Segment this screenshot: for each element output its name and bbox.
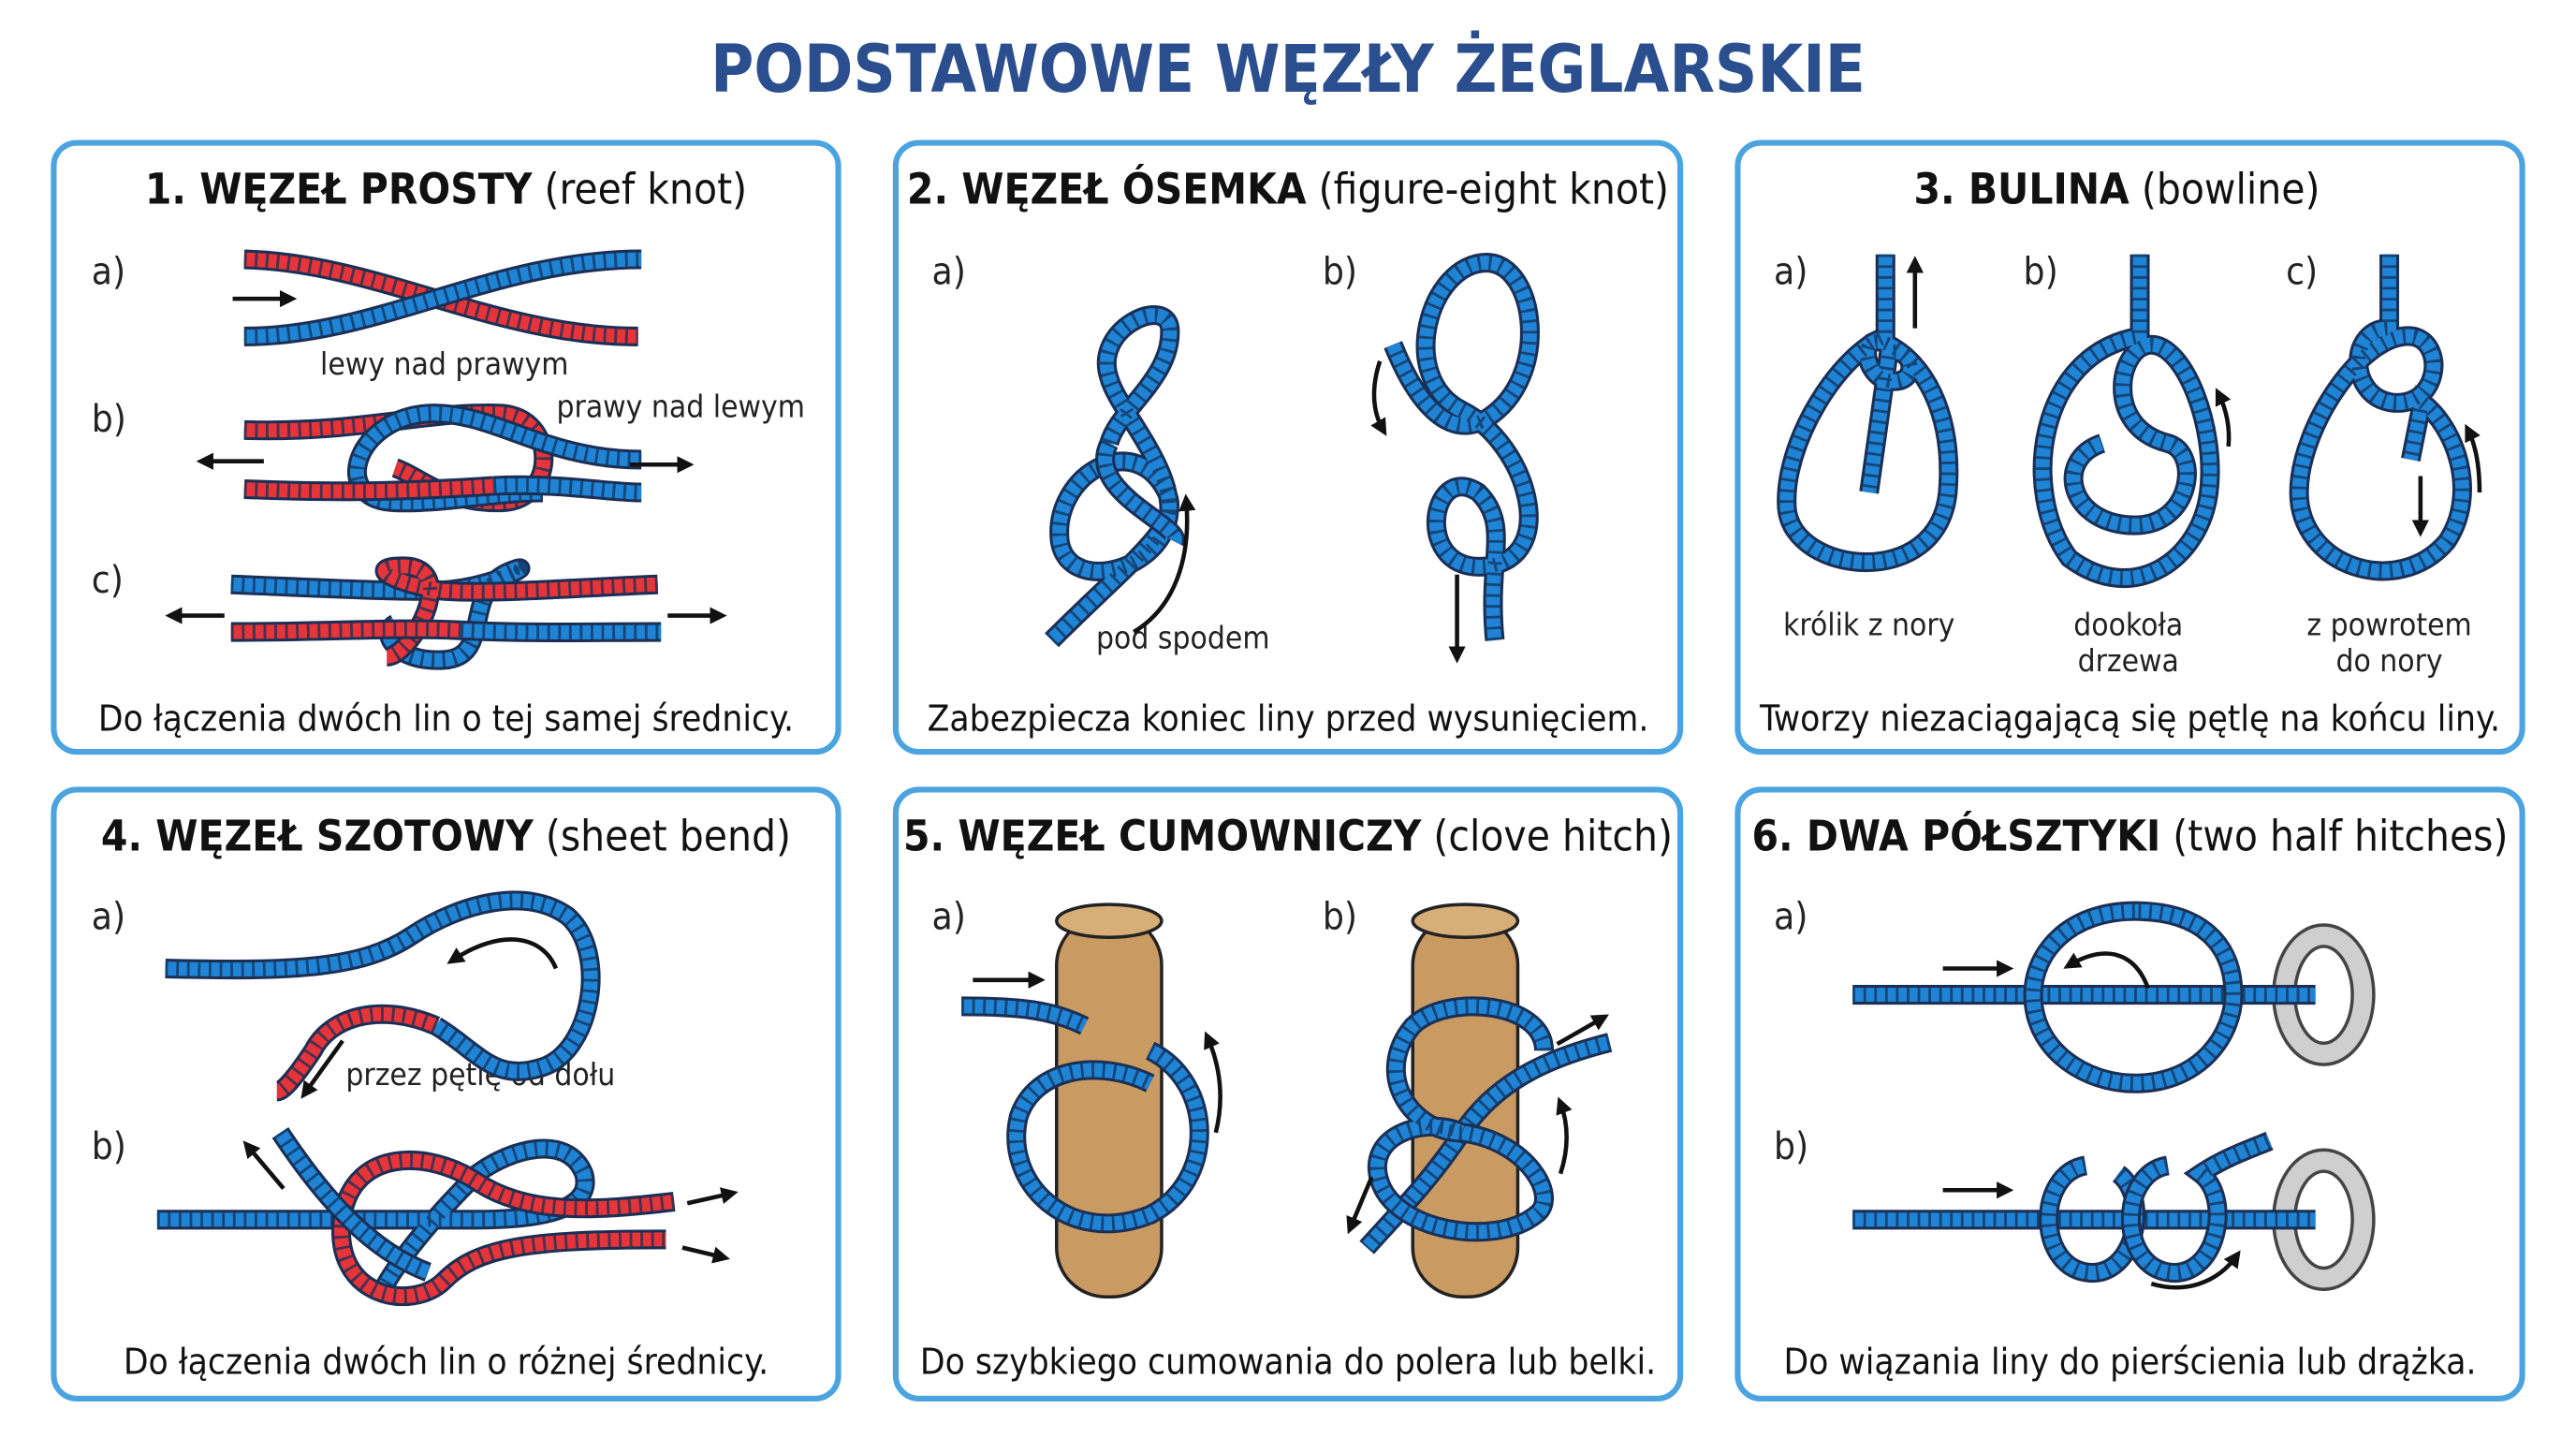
note: drzewa [2078, 642, 2179, 679]
step-label: a) [932, 894, 966, 938]
panel-caption: Zabezpiecza koniec liny przed wysunięcie… [928, 697, 1649, 740]
arrow-icon [1556, 1014, 1609, 1047]
blue-rope [230, 558, 531, 670]
blue-rope [1006, 1041, 1209, 1234]
panel-title: 6. DWA PÓŁSZTYKI (two half hitches) [1751, 810, 2508, 860]
rope-drawings [156, 249, 2472, 1307]
red-rope [374, 556, 659, 667]
arrow-icon [686, 1187, 739, 1206]
step-label: b) [2024, 249, 2058, 293]
blue-rope [460, 620, 662, 643]
step-label: a) [932, 249, 966, 293]
red-rope [230, 619, 461, 642]
arrow-icon [1133, 493, 1196, 635]
blue-rope [1095, 438, 1185, 547]
blue-rope [243, 249, 642, 346]
panel-two-half-hitches [1734, 786, 2525, 1401]
arrow-icon [2150, 1250, 2241, 1290]
blue-rope [1368, 996, 1555, 1242]
arrow-icon [1346, 1176, 1374, 1235]
step-label: a) [1774, 894, 1808, 938]
panel-caption: Tworzy niezaciągającą się pętlę na końcu… [1759, 697, 2500, 740]
panel-caption: Do łączenia dwóch lin o tej samej średni… [98, 697, 794, 740]
step-label: b) [1323, 249, 1357, 293]
panel-title: 3. BULINA (bowline) [1913, 164, 2320, 213]
blue-rope [492, 475, 642, 503]
step-label: a) [1774, 249, 1808, 293]
note: z powrotem [2306, 607, 2471, 643]
panel-sheet-bend [51, 786, 842, 1401]
note: lewy nad prawym [320, 345, 568, 382]
panel-caption: Do wiązania liny do pierścienia lub drąż… [1783, 1342, 2476, 1384]
panel-title: 4. WĘZEŁ SZOTOWY (sheet bend) [101, 811, 791, 860]
blue-rope [1045, 305, 1180, 648]
blue-rope [156, 1138, 595, 1302]
blue-rope [1777, 254, 1959, 572]
red-rope [243, 476, 495, 502]
arrow-icon [446, 937, 559, 970]
step-label: b) [92, 397, 126, 441]
arrow-icon [681, 1245, 730, 1264]
step-label: c) [2286, 249, 2318, 293]
note: dookoła [2073, 607, 2183, 643]
arrow-icon [2063, 951, 2150, 990]
blue-rope [2121, 1131, 2274, 1283]
blue-rope [1383, 253, 1540, 641]
note: prawy nad lewym [556, 388, 804, 424]
panel-title: 1. WĘZEŁ PROSTY (reef knot) [145, 164, 747, 213]
panel-title: 2. WĘZEŁ ÓSEMKA (figure-eight knot) [907, 163, 1669, 213]
step-label: c) [92, 558, 124, 602]
arrow-icon [1556, 1096, 1573, 1175]
blue-rope [961, 996, 1090, 1035]
page-title: PODSTAWOWE WĘZŁY ŻEGLARSKIE [710, 31, 1866, 108]
arrow-icon [2465, 423, 2482, 493]
panel-caption: Do łączenia dwóch lin o różnej średnicy. [124, 1342, 768, 1384]
step-label: b) [1323, 894, 1357, 938]
arrow-icon [2215, 388, 2232, 448]
blue-rope [2023, 901, 2244, 1093]
arrow-icon [300, 1039, 344, 1099]
note: pod spodem [1096, 620, 1269, 656]
blue-rope [2289, 254, 2472, 581]
step-label: a) [92, 249, 125, 293]
panel-clove-hitch [892, 786, 1684, 1401]
blue-rope [165, 890, 601, 1081]
arrow-icon [242, 1140, 285, 1190]
step-label: b) [92, 1124, 126, 1168]
wooden-post-icon [1055, 902, 1164, 1299]
step-label: b) [1774, 1124, 1808, 1168]
direction-arrows [165, 256, 2482, 1290]
red-rope [274, 1004, 441, 1102]
blue-rope [271, 1127, 432, 1282]
note: do nory [2335, 642, 2442, 679]
note: królik z nory [1783, 607, 1954, 643]
panel-title: 5. WĘZEŁ CUMOWNICZY (clove hitch) [903, 811, 1673, 860]
arrow-icon [1204, 1031, 1222, 1134]
panel-bowline [1734, 139, 2525, 756]
arrow-icon [1370, 360, 1387, 436]
blue-rope [347, 404, 642, 513]
blue-rope [2032, 254, 2220, 588]
panel-reef-knot [51, 139, 842, 756]
panel-figure-eight [892, 139, 1684, 756]
panel-caption: Do szybkiego cumowania do polera lub bel… [920, 1342, 1656, 1384]
step-label: a) [92, 894, 125, 938]
